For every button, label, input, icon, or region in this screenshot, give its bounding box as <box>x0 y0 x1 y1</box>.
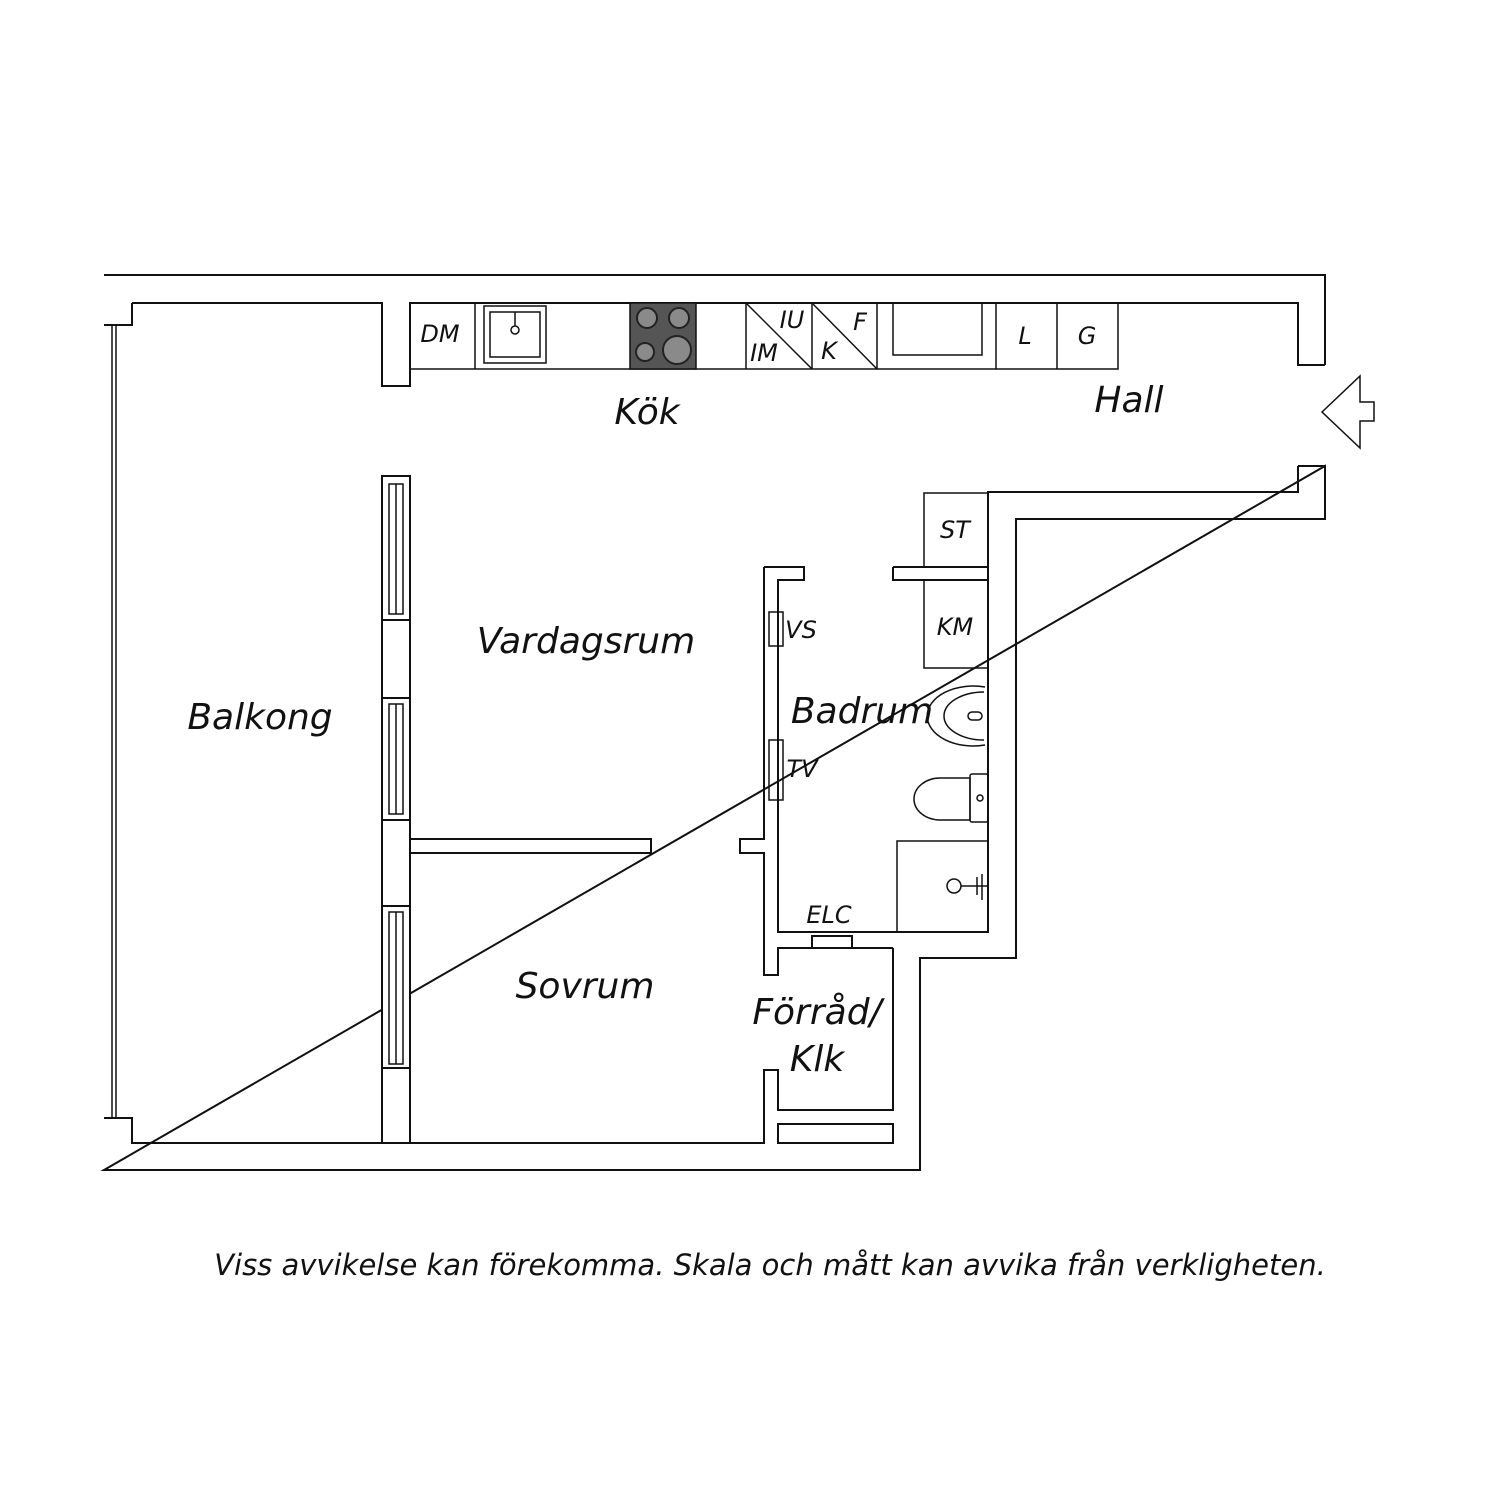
room-label-kok: Kök <box>614 392 681 433</box>
room-label-klk: Klk <box>790 1039 847 1080</box>
partition-wall <box>409 838 652 854</box>
bathroom-walls <box>739 492 989 976</box>
fixture-label-l: L <box>1018 322 1031 350</box>
room-label-badrum: Badrum <box>791 691 933 732</box>
disclaimer-text: Viss avvikelse kan förekomma. Skala och … <box>214 1248 1326 1282</box>
fixture-label-iu: IU <box>780 306 805 334</box>
fixture-label-km: KM <box>937 613 974 641</box>
stove-icon <box>629 302 697 370</box>
fixture-label-f: F <box>853 308 868 336</box>
entrance-arrow-icon <box>1320 374 1375 450</box>
room-label-sovrum: Sovrum <box>516 966 655 1007</box>
toilet-icon <box>913 773 989 823</box>
fixture-label-im: IM <box>750 339 778 367</box>
room-label-balkong: Balkong <box>187 697 332 738</box>
fixture-label-k: K <box>821 337 839 365</box>
fixture-label-st: ST <box>940 516 972 544</box>
room-label-forrad: Förråd/ <box>752 992 885 1033</box>
room-label-vardagsrum: Vardagsrum <box>477 621 695 662</box>
fixture-label-dm: DM <box>420 320 459 348</box>
room-label-hall: Hall <box>1094 380 1163 421</box>
sink-icon <box>483 305 547 364</box>
fixture-label-g: G <box>1078 322 1097 350</box>
washbasin-icon <box>926 685 986 747</box>
fixture-label-vs: VS <box>785 616 817 644</box>
fixture-label-tv: TV <box>786 755 819 783</box>
fixture-label-elc: ELC <box>806 901 852 929</box>
shower-icon <box>946 874 988 900</box>
balcony-wall <box>381 475 411 1144</box>
